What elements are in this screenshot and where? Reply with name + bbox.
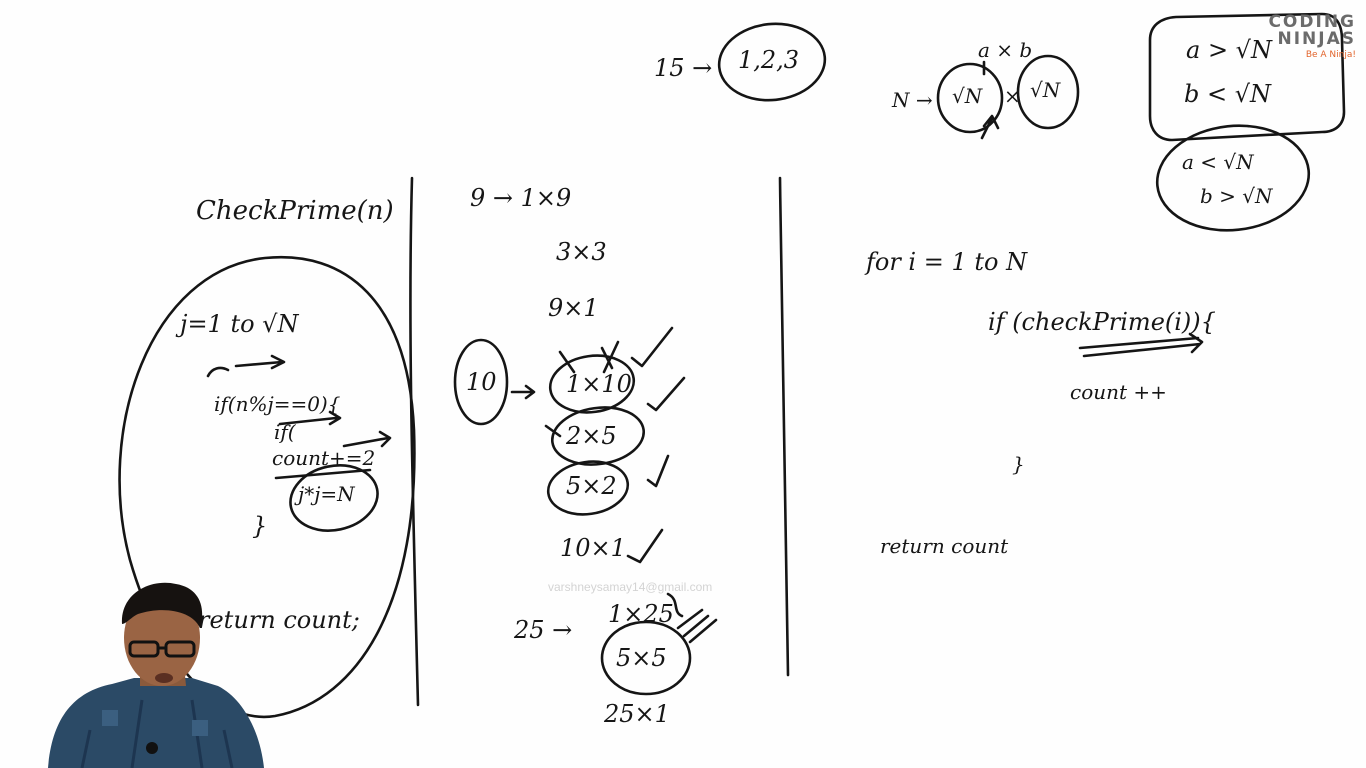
checkprime-underline bbox=[1078, 332, 1204, 358]
condition-ellipse bbox=[1155, 124, 1311, 232]
close-brace-2: } bbox=[1012, 452, 1025, 476]
twentyfive-ticks bbox=[676, 608, 718, 644]
factor-5x5: 5×5 bbox=[616, 644, 667, 672]
sqrt-n-2: √N bbox=[1030, 78, 1061, 102]
factor-ellipse-3 bbox=[546, 460, 630, 516]
fifteen-label: 15 → bbox=[654, 54, 713, 82]
factor-25x1: 25×1 bbox=[604, 700, 670, 728]
loop-text: j=1 to √N bbox=[180, 310, 299, 338]
box-line-1: a > √N bbox=[1186, 36, 1272, 64]
factor-3x3: 3×3 bbox=[556, 238, 607, 266]
factor-ellipse-1 bbox=[548, 354, 636, 414]
count-text: count+=2 bbox=[272, 446, 376, 470]
if-checkprime: if (checkPrime(i)){ bbox=[988, 308, 1216, 336]
ab-label: a × b bbox=[978, 38, 1033, 62]
close-brace: } bbox=[252, 512, 268, 540]
function-title: CheckPrime(n) bbox=[196, 196, 394, 226]
presenter-shirt bbox=[48, 678, 264, 768]
presenter-mic bbox=[146, 742, 158, 754]
factor-9x1: 9×1 bbox=[548, 294, 599, 322]
ten-ellipse bbox=[453, 338, 509, 426]
fifteen-set: 1,2,3 bbox=[738, 46, 800, 74]
condition-box bbox=[1148, 12, 1346, 142]
logo-brand-bottom: NINJAS bbox=[1277, 29, 1356, 49]
tick-2 bbox=[646, 376, 686, 412]
return-count: return count bbox=[880, 534, 1009, 558]
presenter-face bbox=[124, 590, 200, 686]
factor-5x2: 5×2 bbox=[566, 472, 617, 500]
divider-right bbox=[778, 176, 790, 677]
ellipse-line-1: a < √N bbox=[1182, 150, 1254, 174]
outer-loop: for i = 1 to N bbox=[866, 248, 1028, 276]
five-five-ellipse bbox=[600, 620, 692, 696]
factor-10x1: 10×1 bbox=[560, 534, 626, 562]
ten-label: 10 bbox=[466, 368, 497, 396]
times-sign: × bbox=[1004, 84, 1021, 108]
factor-1x25: 1×25 bbox=[608, 600, 674, 628]
box-line-2: b < √N bbox=[1184, 80, 1272, 108]
tick-3 bbox=[646, 454, 670, 488]
function-ellipse bbox=[118, 255, 416, 719]
sqrt-ellipse-2 bbox=[1016, 54, 1080, 130]
strike-2 bbox=[544, 424, 562, 438]
sqrt-arrow bbox=[980, 114, 1000, 140]
logo-brand-top: CODING bbox=[1268, 12, 1356, 32]
loop-arrow bbox=[206, 354, 286, 378]
jj-ellipse bbox=[289, 464, 379, 532]
factor-2x5: 2×5 bbox=[566, 422, 617, 450]
ellipse-line-2: b > √N bbox=[1200, 184, 1273, 208]
count-arrow bbox=[342, 430, 392, 448]
logo-tagline: Be A Ninja! bbox=[1305, 50, 1356, 60]
set-ellipse bbox=[717, 22, 827, 102]
brace bbox=[666, 592, 684, 618]
factor-1x10: 1×10 bbox=[566, 370, 632, 398]
count-underline bbox=[274, 468, 372, 480]
sqrt-ellipse-1 bbox=[936, 62, 1004, 134]
coding-ninjas-logo: CODING NINJAS Be A Ninja! bbox=[1246, 12, 1356, 61]
factor-ellipse-2 bbox=[550, 406, 646, 466]
tick-1 bbox=[630, 326, 674, 368]
return-text: return count; bbox=[198, 606, 360, 634]
twentyfive-label: 25 → bbox=[514, 616, 573, 644]
cond-arrow bbox=[278, 410, 342, 426]
count-increment: count ++ bbox=[1070, 380, 1167, 404]
sqrt-n-1: √N bbox=[952, 84, 983, 108]
tick-4 bbox=[626, 528, 664, 564]
nine-factors: 9 → 1×9 bbox=[470, 184, 572, 212]
presenter-video bbox=[48, 582, 264, 768]
presenter-hair bbox=[121, 582, 203, 628]
ten-arrow bbox=[510, 384, 536, 400]
jj-text: j*j=N bbox=[298, 482, 355, 506]
cond2-text: if( bbox=[274, 420, 296, 444]
strike-1 bbox=[558, 340, 620, 374]
cond-text: if(n%j==0){ bbox=[214, 392, 341, 416]
n-arrow-label: N → bbox=[892, 88, 933, 112]
email-watermark: varshneysamay14@gmail.com bbox=[548, 580, 713, 594]
